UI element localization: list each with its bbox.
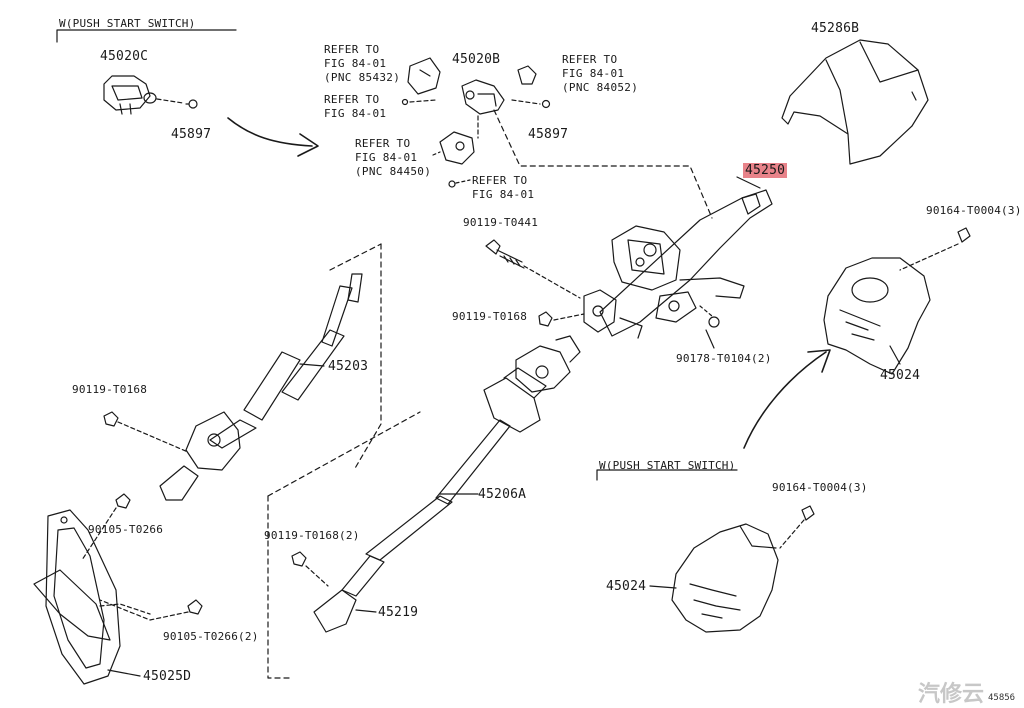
label-45897-mid[interactable]: 45897	[528, 127, 569, 142]
refer-84052[interactable]: REFER TO FIG 84-01 (PNC 84052)	[562, 53, 638, 95]
push-start-bracket-bottom	[596, 469, 738, 481]
direction-arrow-top	[227, 117, 313, 147]
refer-85432-line1: REFER TO	[324, 43, 380, 56]
refer-b-line1: REFER TO	[472, 174, 528, 187]
push-start-label-top: W(PUSH START SWITCH)	[59, 17, 196, 30]
part-45020C-ignition-switch	[103, 75, 157, 115]
refer-fig-84-01-a[interactable]: REFER TO FIG 84-01	[324, 93, 386, 121]
refer-85432[interactable]: REFER TO FIG 84-01 (PNC 85432)	[324, 43, 400, 85]
label-90119-T0168-2[interactable]: 90119-T0168(2)	[264, 529, 360, 542]
part-45025D-boot	[33, 509, 121, 685]
part-90105-T0266-bolt-2	[187, 599, 203, 615]
refer-a-line2: FIG 84-01	[324, 107, 387, 120]
part-45897-bolt-left	[185, 99, 198, 109]
part-45203-intermediate-shaft	[159, 273, 363, 501]
refer-85432-line2: FIG 84-01	[324, 57, 387, 70]
direction-arrow-bottom	[743, 351, 827, 449]
label-45219[interactable]: 45219	[378, 605, 419, 620]
refer-84450[interactable]: REFER TO FIG 84-01 (PNC 84450)	[355, 137, 431, 179]
part-84052-component	[517, 65, 537, 85]
refer-a-line1: REFER TO	[324, 93, 380, 106]
label-45206A[interactable]: 45206A	[478, 487, 527, 502]
part-90119-T0441-bolt	[485, 239, 525, 269]
label-90178[interactable]: 90178-T0104(2)	[676, 352, 772, 365]
label-45897-left[interactable]: 45897	[171, 127, 212, 142]
part-90105-T0266-bolt	[115, 493, 131, 509]
label-45025D[interactable]: 45025D	[143, 669, 192, 684]
part-45206A-lower-shaft	[313, 335, 581, 633]
label-45020C[interactable]: 45020C	[100, 49, 149, 64]
part-90119-T0168-bolt-2	[291, 551, 307, 567]
label-90119-T0168-mid[interactable]: 90119-T0168	[452, 310, 528, 323]
label-45024-top[interactable]: 45024	[880, 368, 921, 383]
label-90105-T0266[interactable]: 90105-T0266	[88, 523, 164, 536]
part-90119-T0168-bolt-mid	[538, 311, 553, 327]
part-45024-lower-cover-bottom	[671, 523, 779, 633]
part-85432-component	[407, 57, 441, 95]
label-90164-top[interactable]: 90164-T0004(3)	[926, 204, 1022, 217]
push-start-bracket-top	[56, 29, 237, 43]
part-90164-bolt-bottom	[801, 505, 815, 521]
refer-84450-line1: REFER TO	[355, 137, 411, 150]
part-45286B-upper-cover	[781, 39, 929, 165]
part-90119-T0168-bolt-left	[103, 411, 119, 427]
label-45250-highlighted[interactable]: 45250	[743, 163, 788, 178]
label-90105-T0266-2[interactable]: 90105-T0266(2)	[163, 630, 259, 643]
label-45020B[interactable]: 45020B	[452, 52, 501, 67]
label-45203[interactable]: 45203	[328, 359, 369, 374]
part-45020B-switch	[461, 79, 505, 115]
refer-85432-line3: (PNC 85432)	[324, 71, 401, 84]
part-45024-lower-cover-top	[823, 257, 931, 375]
label-90164-bottom[interactable]: 90164-T0004(3)	[772, 481, 868, 494]
part-90164-bolt-top	[957, 227, 971, 243]
refer-fig-84-01-b[interactable]: REFER TO FIG 84-01	[472, 174, 534, 202]
push-start-label-bottom: W(PUSH START SWITCH)	[599, 459, 736, 472]
part-45250-steering-column	[583, 189, 773, 339]
refer-84052-line1: REFER TO	[562, 53, 618, 66]
refer-84052-line2: FIG 84-01	[562, 67, 625, 80]
illustration-id: 45856	[988, 693, 1016, 703]
refer-b-line2: FIG 84-01	[472, 188, 535, 201]
refer-84052-line3: (PNC 84052)	[562, 81, 639, 94]
label-45024-bottom[interactable]: 45024	[606, 579, 647, 594]
label-90119-T0168-left[interactable]: 90119-T0168	[72, 383, 148, 396]
part-84450-component	[439, 131, 475, 165]
label-90119-T0441[interactable]: 90119-T0441	[463, 216, 539, 229]
refer-84450-line3: (PNC 84450)	[355, 165, 432, 178]
refer-84450-line2: FIG 84-01	[355, 151, 418, 164]
label-45286B[interactable]: 45286B	[811, 21, 860, 36]
watermark: 汽修云	[918, 682, 985, 707]
